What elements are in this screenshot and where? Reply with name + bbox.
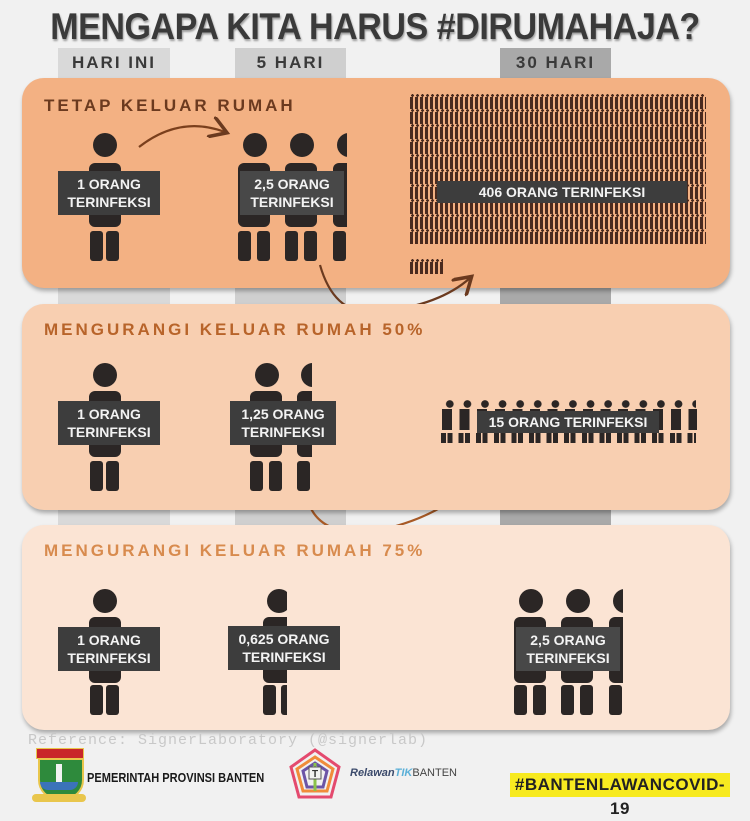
- infected-count-label: 406 ORANG TERINFEKSI: [437, 181, 687, 203]
- column-header-today: HARI INI: [72, 53, 156, 72]
- page-title: MENGAPA KITA HARUS #DIRUMAHAJA?: [50, 6, 700, 47]
- gov-label: PEMERINTAH PROVINSI BANTEN: [87, 770, 265, 785]
- column-header-30days: 30 HARI: [515, 53, 596, 72]
- reference-text: Reference: SignerLaboratory (@signerlab): [28, 732, 429, 749]
- hashtag-badge: #BANTENLAWANCOVID-19: [510, 773, 730, 818]
- column-header-5days: 5 HARI: [256, 53, 325, 72]
- scenario-title: MENGURANGI KELUAR RUMAH 75%: [44, 541, 426, 560]
- scenario-title: TETAP KELUAR RUMAH: [44, 96, 296, 115]
- relawan-tik-label: RelawanTIKBANTEN: [350, 767, 457, 779]
- scenario-title: MENGURANGI KELUAR RUMAH 50%: [44, 320, 426, 339]
- svg-text:T: T: [312, 769, 318, 780]
- infected-count-label: 15 ORANG TERINFEKSI: [477, 411, 659, 433]
- relawan-tik-logo: T: [289, 748, 341, 799]
- banten-emblem-logo: [32, 748, 86, 804]
